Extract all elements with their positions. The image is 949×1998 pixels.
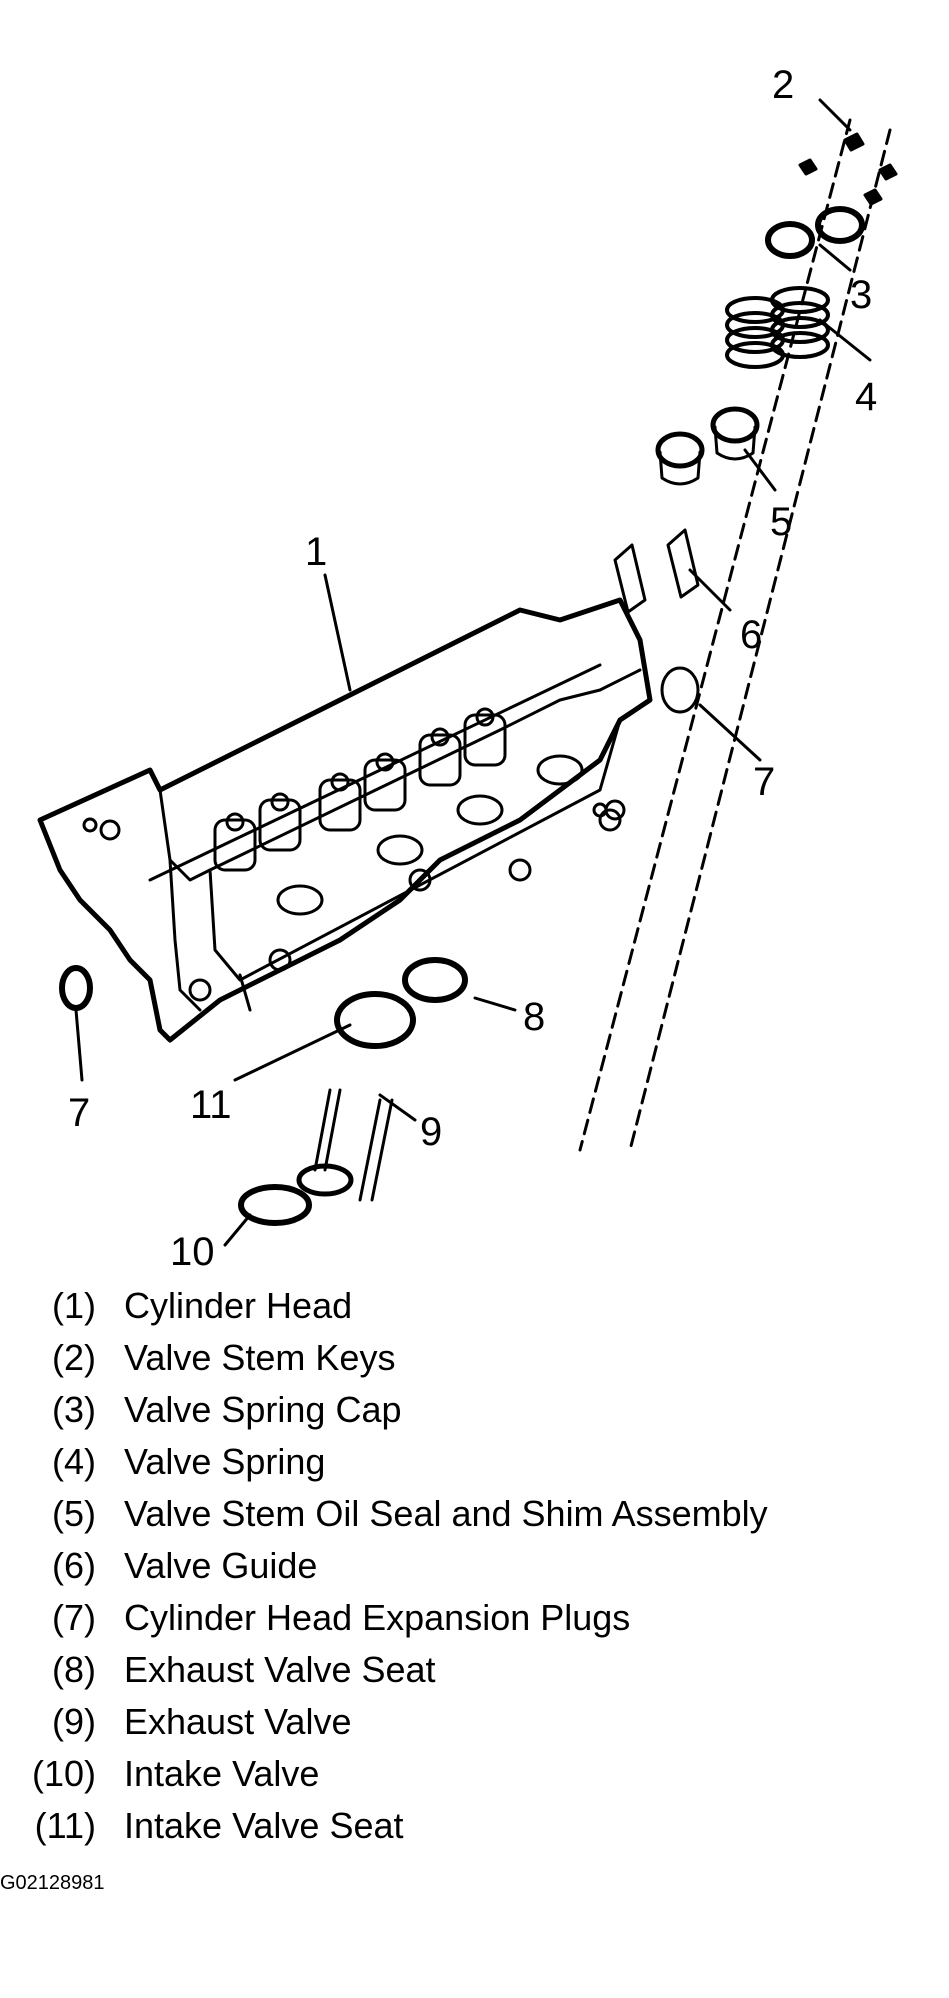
legend-item: (11) Intake Valve Seat xyxy=(0,1800,949,1852)
legend-label: Cylinder Head Expansion Plugs xyxy=(124,1597,631,1638)
callout-5: 5 xyxy=(770,500,792,544)
legend-item: (7) Cylinder Head Expansion Plugs xyxy=(0,1592,949,1644)
legend-label: Valve Spring Cap xyxy=(124,1389,402,1430)
legend-number: (7) xyxy=(52,1597,96,1638)
callout-11: 11 xyxy=(190,1083,232,1127)
legend-label: Valve Guide xyxy=(124,1545,318,1586)
legend-label: Valve Stem Keys xyxy=(124,1337,396,1378)
callout-4: 4 xyxy=(855,375,877,419)
callout-3: 3 xyxy=(850,273,872,317)
callout-1: 1 xyxy=(305,530,327,574)
legend-item: (3) Valve Spring Cap xyxy=(0,1384,949,1436)
callout-6: 6 xyxy=(740,613,762,657)
figure-id: G02128981 xyxy=(0,1872,105,1894)
legend-number: (5) xyxy=(52,1493,96,1534)
callout-7-right: 7 xyxy=(753,760,775,804)
callout-2: 2 xyxy=(772,63,794,107)
legend-number: (9) xyxy=(52,1701,96,1742)
legend-item: (9) Exhaust Valve xyxy=(0,1696,949,1748)
legend-number: (3) xyxy=(52,1389,96,1430)
legend-item: (4) Valve Spring xyxy=(0,1436,949,1488)
legend-item: (10) Intake Valve xyxy=(0,1748,949,1800)
legend-number: (6) xyxy=(52,1545,96,1586)
installed-valve-springs xyxy=(213,707,507,872)
callout-9: 9 xyxy=(420,1110,442,1154)
legend-item: (2) Valve Stem Keys xyxy=(0,1332,949,1384)
legend-label: Intake Valve Seat xyxy=(124,1805,404,1846)
legend-number: (10) xyxy=(31,1753,96,1794)
parts-legend: (1) Cylinder Head (2) Valve Stem Keys (3) V… xyxy=(0,1280,949,1852)
legend-number: (1) xyxy=(52,1285,96,1326)
cylinder-head xyxy=(37,597,653,1043)
legend-label: Intake Valve xyxy=(124,1753,320,1794)
callout-10: 10 xyxy=(170,1230,215,1274)
legend-number: (4) xyxy=(52,1441,96,1482)
legend-label: Cylinder Head xyxy=(124,1285,353,1326)
legend-number: (2) xyxy=(52,1337,96,1378)
legend-number: (11) xyxy=(34,1805,96,1846)
legend-item: (5) Valve Stem Oil Seal and Shim Assembly xyxy=(0,1488,949,1540)
legend-label: Valve Spring xyxy=(124,1441,326,1482)
legend-label: Exhaust Valve xyxy=(124,1701,352,1742)
valve-train-stack xyxy=(59,118,898,1226)
exploded-view-diagram: 1 2 3 4 5 6 7 7 8 9 10 11 xyxy=(37,63,898,1274)
legend-item: (6) Valve Guide xyxy=(0,1540,949,1592)
callout-7-left: 7 xyxy=(68,1091,90,1135)
legend-number: (8) xyxy=(52,1649,96,1690)
callout-labels: 1 2 3 4 5 6 7 7 8 9 10 11 xyxy=(68,63,877,1274)
legend-item: (1) Cylinder Head xyxy=(0,1280,949,1332)
legend-label: Exhaust Valve Seat xyxy=(124,1649,436,1690)
legend-label: Valve Stem Oil Seal and Shim Assembly xyxy=(124,1493,768,1534)
callout-8: 8 xyxy=(523,995,545,1039)
legend-item: (8) Exhaust Valve Seat xyxy=(0,1644,949,1696)
leader-lines xyxy=(74,98,872,1247)
